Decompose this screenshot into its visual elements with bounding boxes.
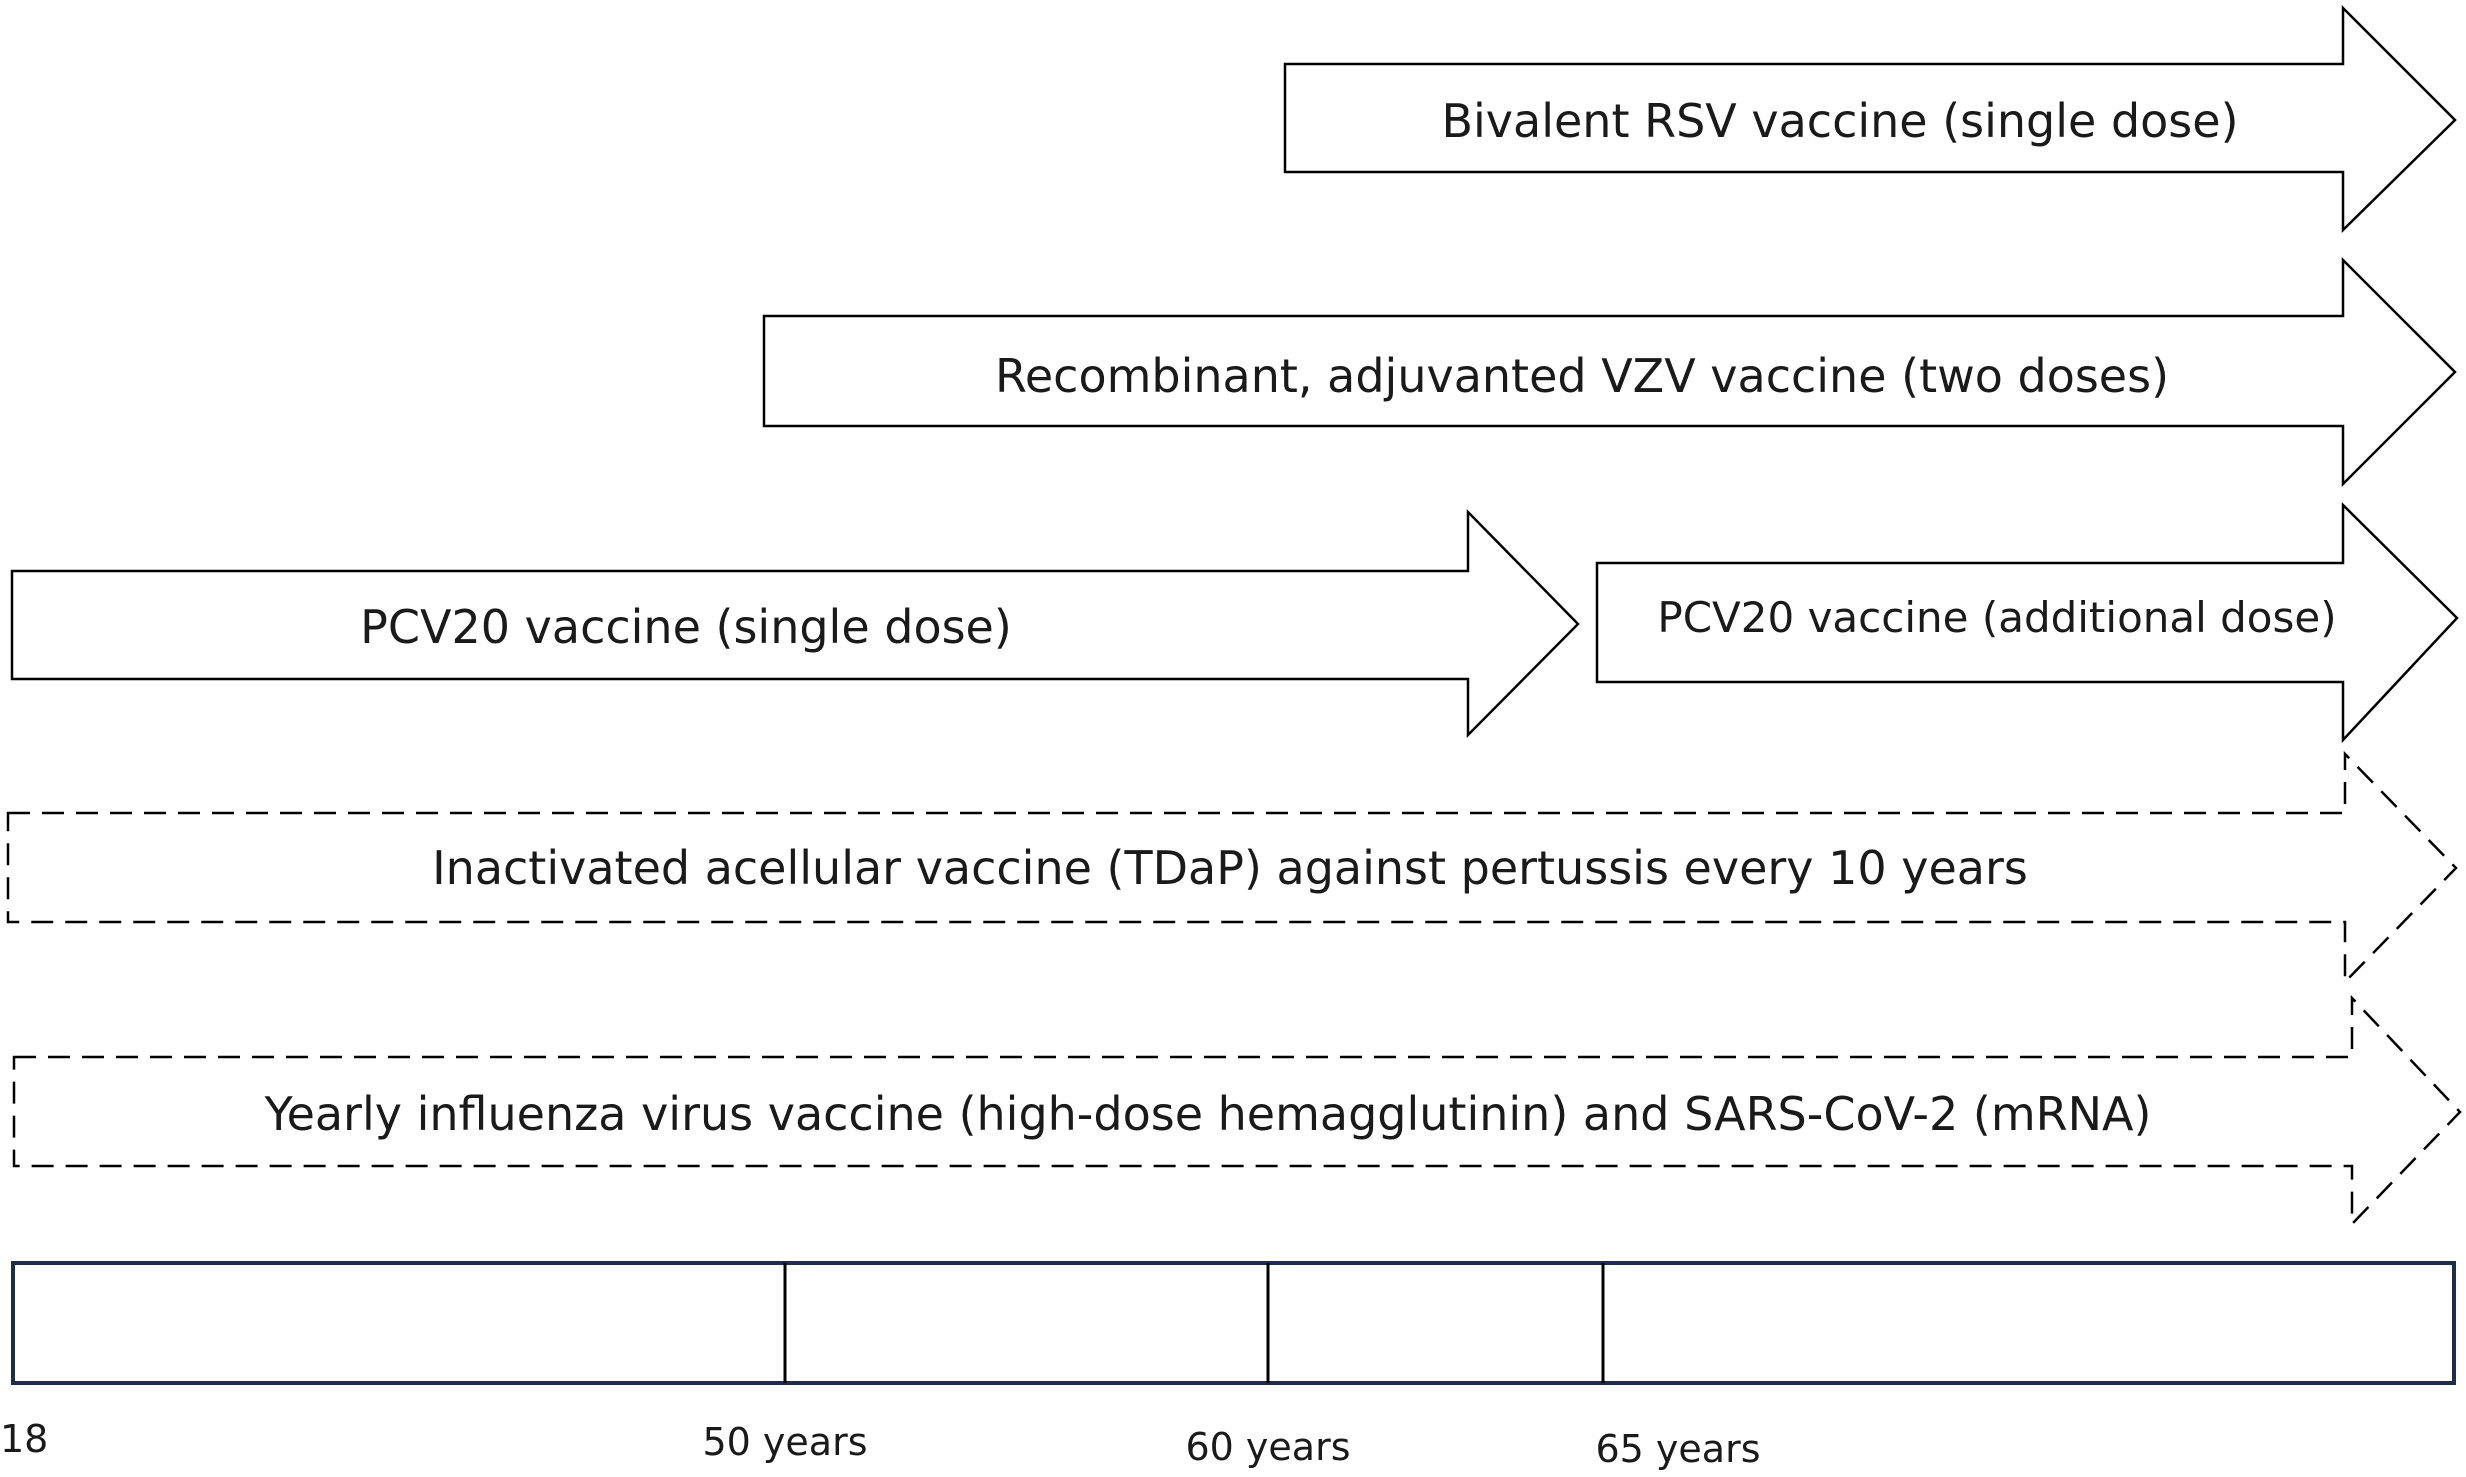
pcv20-single-dose-arrow: PCV20 vaccine (single dose): [10, 508, 1580, 739]
rsv-vaccine-arrow: Bivalent RSV vaccine (single dose): [1283, 4, 2457, 233]
tdap-vaccine-arrow: Inactivated acellular vaccine (TDaP) aga…: [6, 750, 2458, 986]
age-timeline: 18 50 years 60 years 65 years: [0, 1261, 2456, 1471]
timeline-tick-50-years: 50 years: [702, 1420, 867, 1464]
pcv20-additional-dose-arrow: PCV20 vaccine (additional dose): [1595, 502, 2459, 744]
vzv-vaccine-label: Recombinant, adjuvanted VZV vaccine (two…: [995, 349, 2169, 403]
influenza-sars-cov-2-label: Yearly influenza virus vaccine (high-dos…: [264, 1087, 2152, 1141]
timeline-tick-18: 18: [0, 1417, 48, 1461]
influenza-sars-cov-2-vaccine-arrow: Yearly influenza virus vaccine (high-dos…: [12, 994, 2462, 1228]
rsv-vaccine-label: Bivalent RSV vaccine (single dose): [1441, 94, 2238, 148]
timeline-tick-65-years: 65 years: [1595, 1427, 1760, 1471]
tdap-vaccine-label: Inactivated acellular vaccine (TDaP) aga…: [432, 841, 2028, 895]
vzv-vaccine-arrow: Recombinant, adjuvanted VZV vaccine (two…: [762, 256, 2457, 488]
timeline-tick-60-years: 60 years: [1185, 1425, 1350, 1469]
timeline-bar: [11, 1261, 2456, 1385]
pcv20-single-dose-label: PCV20 vaccine (single dose): [360, 600, 1012, 654]
pcv20-additional-dose-label: PCV20 vaccine (additional dose): [1657, 593, 2336, 642]
